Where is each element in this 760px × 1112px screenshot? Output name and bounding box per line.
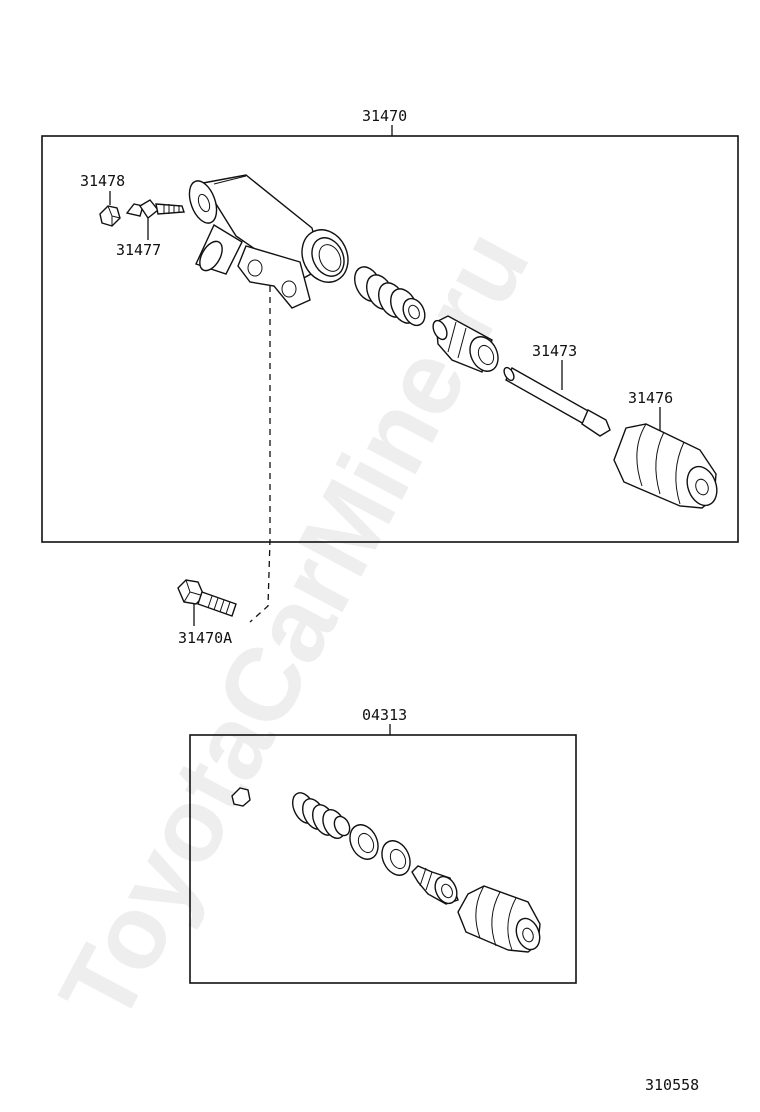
kit-seal-rings xyxy=(349,824,411,876)
assembly-box xyxy=(41,135,739,543)
bolt-leader-line xyxy=(249,286,271,623)
cylinder-body xyxy=(188,174,349,309)
figure-number: 310558 xyxy=(645,1076,699,1094)
bleeder-plug-part: 31477 xyxy=(116,199,185,259)
boot-label: 31476 xyxy=(628,389,673,407)
push-rod-part: 31473 xyxy=(503,342,611,437)
boot-part: 31476 xyxy=(613,389,718,509)
bolt-part: 31470A xyxy=(177,579,237,647)
spring-seal-set xyxy=(354,266,426,327)
kit-group-04313: 04313 xyxy=(189,706,577,984)
cap-label: 31478 xyxy=(80,172,125,190)
kit-cap xyxy=(231,787,251,807)
assembly-group-31470: 31470 31478 31477 xyxy=(41,107,739,543)
kit-piston xyxy=(411,865,459,905)
kit-box xyxy=(189,734,577,984)
push-rod-label: 31473 xyxy=(532,342,577,360)
kit-boot xyxy=(457,885,541,953)
kit-spring-set xyxy=(291,792,351,839)
kit-label: 04313 xyxy=(362,706,407,724)
assembly-label: 31470 xyxy=(362,107,407,125)
piston-part xyxy=(432,315,499,373)
bleeder-plug-label: 31477 xyxy=(116,241,161,259)
cap-part: 31478 xyxy=(80,172,125,227)
bolt-label: 31470A xyxy=(178,629,232,647)
